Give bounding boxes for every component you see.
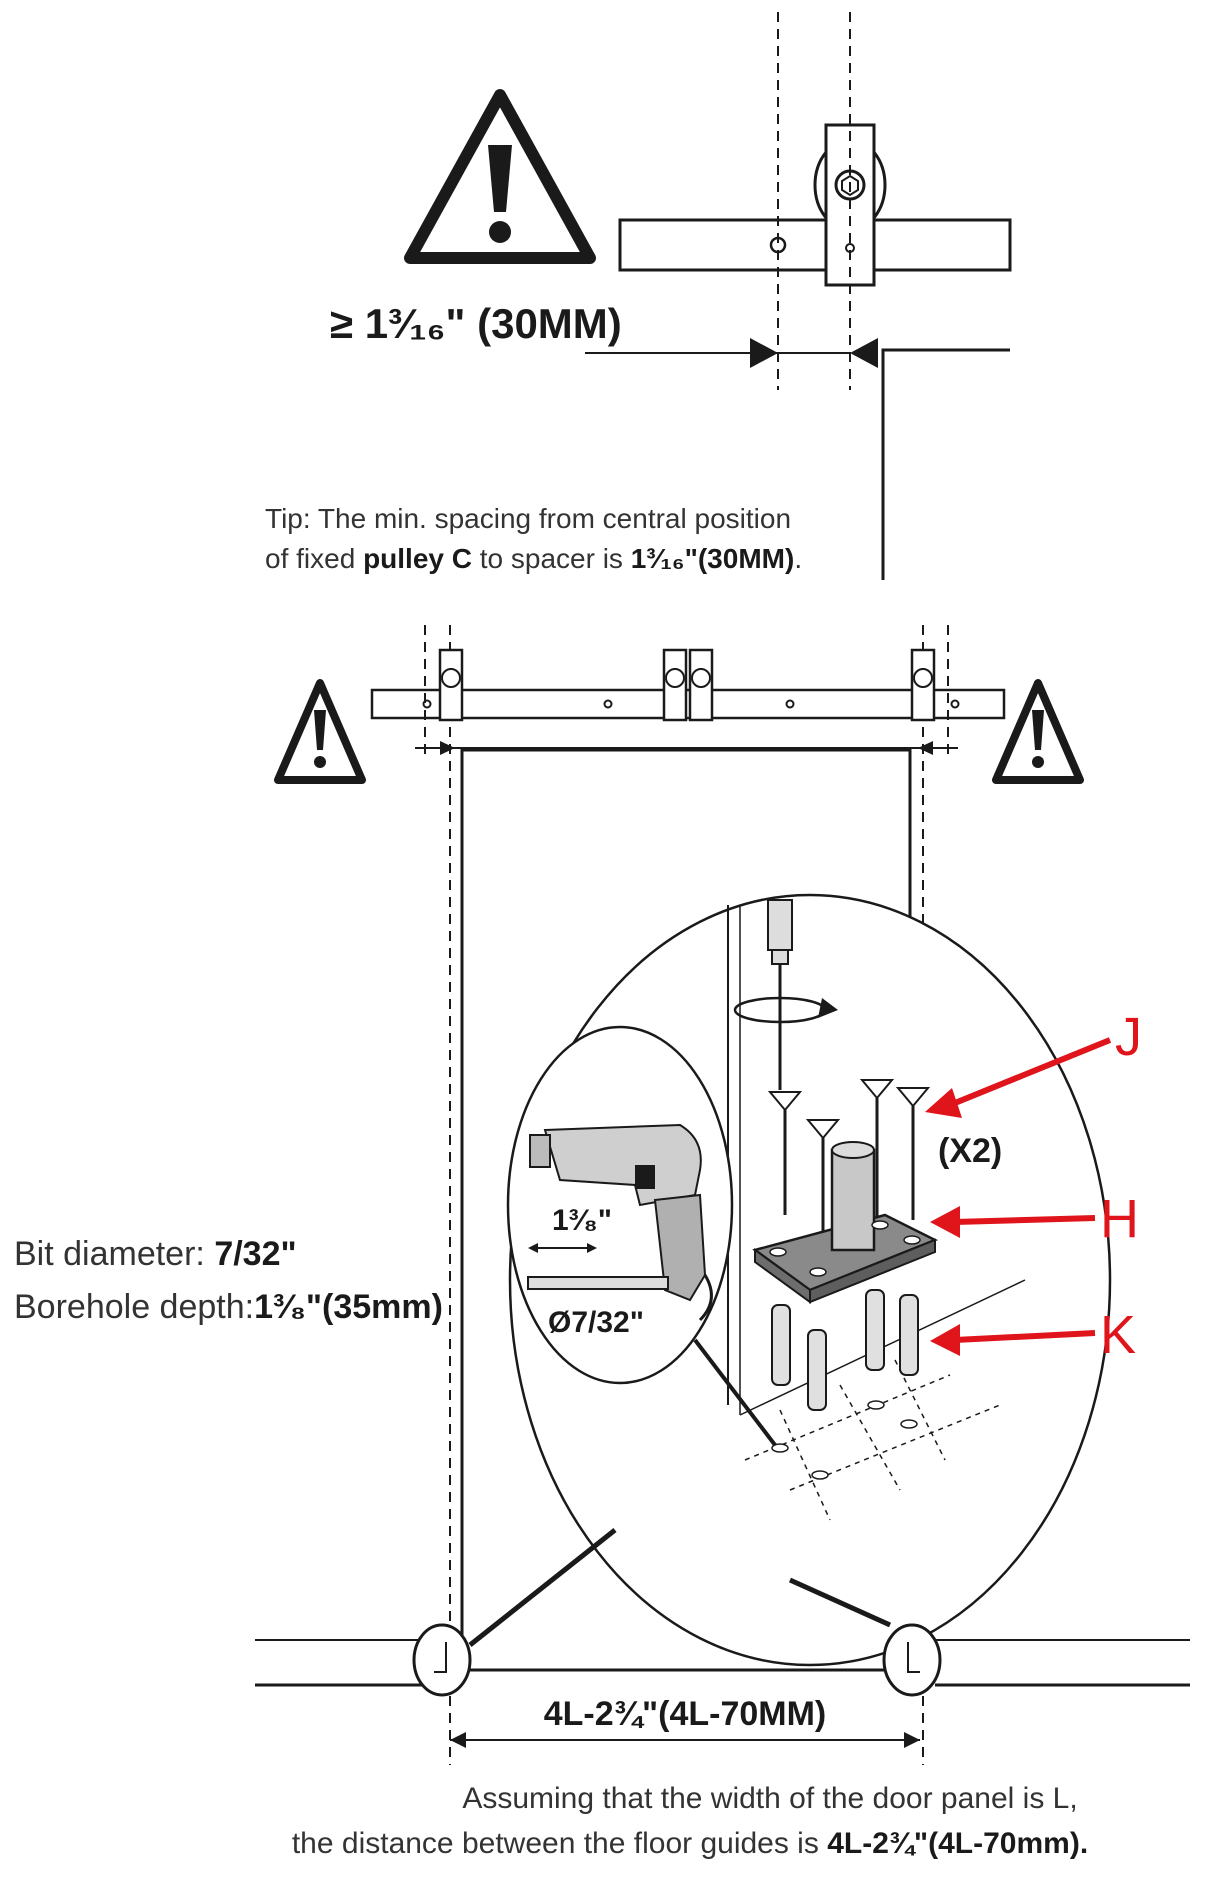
note-line-2: the distance between the floor guides is… [292, 1827, 1088, 1860]
anchor [771, 1304, 791, 1386]
borehole-depth-value: 1³⁄₈"(35mm) [254, 1288, 443, 1326]
floor-guide-marker [882, 1623, 942, 1697]
bit-diameter: Bit diameter: 7/32" [14, 1235, 297, 1273]
roller [910, 648, 936, 722]
anchor [899, 1294, 919, 1376]
label-k: K [1100, 1305, 1136, 1365]
roller [662, 648, 688, 722]
borehole-depth: Borehole depth:1³⁄₈"(35mm) [14, 1288, 443, 1326]
drill-bit-icon [527, 1243, 669, 1290]
spacer [881, 348, 1010, 580]
floor-section [255, 1528, 1190, 1748]
warning-icon [992, 679, 1084, 784]
arrow-h [930, 1206, 1096, 1238]
warning-icon [274, 679, 366, 784]
tip-line-2: of fixed pulley C to spacer is 1³⁄₁₆"(30… [265, 543, 802, 574]
screw [895, 1087, 931, 1220]
screw [767, 1091, 803, 1215]
arrow-j [925, 1037, 1112, 1118]
tip-pre: of fixed [265, 543, 363, 574]
min-spacing-label: ≥ 1³⁄₁₆" (30MM) [330, 300, 622, 347]
label-qty: (X2) [938, 1132, 1002, 1170]
floor-guide-marker [412, 1623, 472, 1697]
screwdriver-icon [733, 899, 838, 1090]
note-value: 4L-2¾"(4L-70mm). [827, 1827, 1088, 1860]
note-pre: the distance between the floor guides is [292, 1827, 827, 1860]
tip-pulley: pulley C [363, 543, 472, 574]
drill-inset [506, 1025, 777, 1447]
guide-distance: 4L-2¾"(4L-70MM) [544, 1695, 827, 1733]
note-line-1: Assuming that the width of the door pane… [462, 1782, 1077, 1815]
top-rail [370, 688, 1006, 720]
anchor [865, 1289, 885, 1371]
roller [688, 648, 714, 722]
tip-end: . [794, 543, 802, 574]
borehole-depth-label: Borehole depth: [14, 1288, 254, 1326]
rail [618, 218, 1012, 272]
warning-icon [404, 89, 596, 264]
screw [859, 1079, 895, 1230]
label-h: H [1100, 1189, 1139, 1249]
bit-diameter-label: Bit diameter: [14, 1235, 214, 1273]
inset-diameter: Ø7/32" [548, 1306, 644, 1339]
label-j: J [1115, 1007, 1142, 1067]
tip-line-1: Tip: The min. spacing from central posit… [265, 503, 791, 534]
arrow-k [930, 1324, 1096, 1356]
anchor [807, 1329, 827, 1411]
top-detail [404, 12, 1012, 580]
tip-value: 1³⁄₁₆"(30MM) [631, 543, 795, 574]
floor-guide-h [752, 1141, 939, 1304]
inset-depth: 1³⁄₈" [552, 1204, 612, 1237]
roller [438, 648, 464, 722]
tip-mid: to spacer is [472, 543, 631, 574]
bit-diameter-value: 7/32" [214, 1235, 296, 1273]
drill-icon [529, 1123, 713, 1322]
